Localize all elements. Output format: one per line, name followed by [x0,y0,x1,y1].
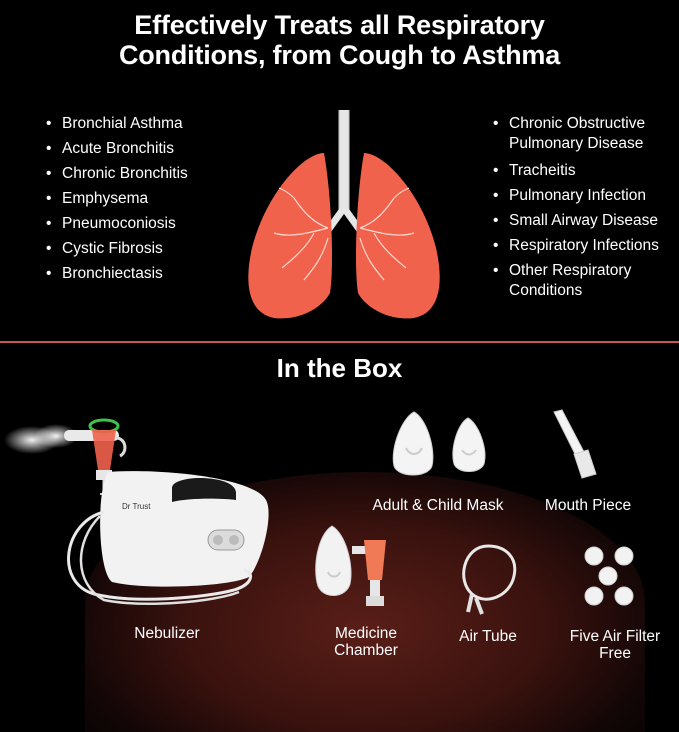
condition-line1: Chronic Obstructive [509,115,646,132]
lungs-illustration [248,110,440,319]
trachea [322,110,366,237]
condition-line2: Conditions [509,282,583,299]
medicine-chamber-caption: Medicine Chamber [316,625,416,659]
nebulizer-image: Dr Trust [4,418,269,605]
condition-item: Chronic Bronchitis [46,161,188,186]
in-the-box-title: In the Box [276,353,403,383]
left-lung [248,153,332,319]
conditions-right-list: Chronic Obstructive Pulmonary Disease Tr… [493,111,679,305]
condition-item: Other Respiratory Conditions [493,258,679,301]
condition-item: Emphysema [46,186,188,211]
condition-item: Respiratory Infections [493,233,679,258]
air-filter-caption: Five Air Filter Free [555,628,675,662]
right-lung [356,153,440,319]
medicine-chamber-caption-line2: Chamber [334,642,398,659]
air-tube-image [462,544,517,615]
condition-item: Small Airway Disease [493,208,679,233]
air-filter-caption-line1: Five Air Filter [569,628,661,645]
condition-item: Bronchial Asthma [46,111,188,136]
page-title: Effectively Treats all Respiratory Condi… [0,10,679,70]
condition-line2: Pulmonary Disease [509,135,644,152]
section-divider [0,341,679,343]
mask-image [392,411,486,476]
condition-item: Pneumoconiosis [46,211,188,236]
page-title-line1: Effectively Treats all Respiratory [134,10,545,40]
condition-item: Bronchiectasis [46,261,188,286]
mouthpiece-image [553,409,597,479]
air-tube-caption: Air Tube [459,628,517,645]
condition-item: Pulmonary Infection [493,183,679,208]
condition-item: Cystic Fibrosis [46,236,188,261]
mouthpiece-caption: Mouth Piece [544,497,632,514]
page-title-line2: Conditions, from Cough to Asthma [118,40,561,70]
medicine-chamber-caption-line1: Medicine [334,625,398,642]
condition-item: Chronic Obstructive Pulmonary Disease [493,111,679,154]
mask-caption: Adult & Child Mask [372,497,504,514]
nebulizer-caption: Nebulizer [134,625,200,642]
air-filters-image [584,546,634,606]
condition-item: Acute Bronchitis [46,136,188,161]
condition-line1: Other Respiratory [509,262,632,279]
medicine-chamber-image [315,525,386,606]
bronchi [273,187,415,281]
conditions-left-list: Bronchial Asthma Acute Bronchitis Chroni… [46,111,188,286]
brand-label: Dr Trust [122,502,151,511]
air-filter-caption-line2: Free [599,645,631,662]
condition-item: Tracheitis [493,158,679,183]
